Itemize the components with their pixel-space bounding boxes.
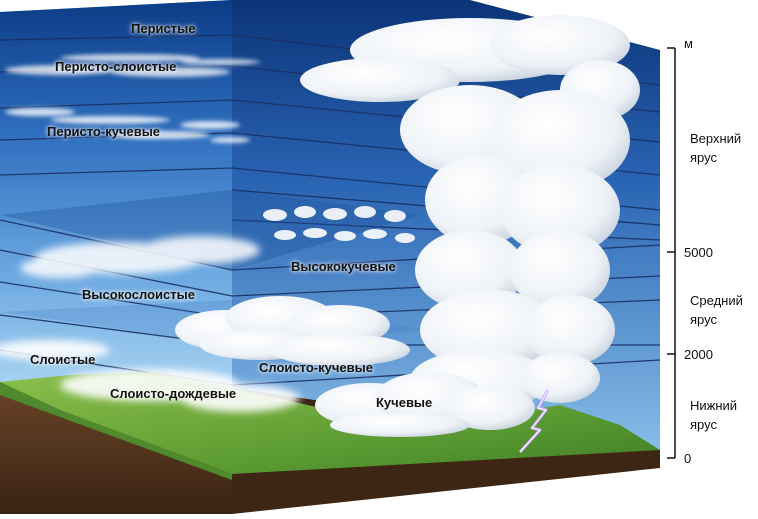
cirrocumulus-clouds <box>5 108 250 143</box>
altocumulus-clouds <box>263 206 415 243</box>
scale-tick-2000: 2000 <box>684 347 713 362</box>
label-nimbostratus: Слоисто-дождевые <box>110 386 237 401</box>
tier-upper-line2: ярус <box>690 150 717 165</box>
tier-lower-line2: ярус <box>690 417 717 432</box>
scale-tick-5000: 5000 <box>684 245 713 260</box>
tier-lower-line1: Нижний <box>690 398 738 413</box>
stratocumulus-clouds <box>175 296 410 366</box>
tier-upper-line1: Верхний <box>690 131 742 146</box>
altitude-scale <box>667 47 676 459</box>
stratus-clouds <box>0 340 300 412</box>
label-cumulus: Кучевые <box>376 395 433 410</box>
tier-lower: Нижний ярус <box>690 396 737 434</box>
cirrus-clouds <box>5 54 260 77</box>
altostratus-clouds <box>20 236 260 278</box>
tier-middle-line1: Средний <box>690 293 743 308</box>
label-altostratus: Высокослоистые <box>82 287 195 302</box>
scale-tick-0: 0 <box>684 451 692 466</box>
label-stratocumulus: Слоисто-кучевые <box>259 360 373 375</box>
tier-middle: Средний ярус <box>690 291 743 329</box>
tier-upper: Верхний ярус <box>690 129 741 167</box>
label-cirrocumulus: Перисто-кучевые <box>47 124 161 139</box>
label-cirrostratus: Перисто-слоистые <box>55 59 177 74</box>
label-stratus: Слоистые <box>30 352 96 367</box>
cumulus-clouds <box>315 372 535 437</box>
tier-middle-line2: ярус <box>690 312 717 327</box>
grass-front-edge <box>0 382 232 480</box>
label-altocumulus: Высококучевые <box>291 259 396 274</box>
scale-unit: м <box>684 36 693 51</box>
lightning-bolt-core <box>519 389 549 453</box>
label-cirrus: Перистые <box>131 21 196 36</box>
